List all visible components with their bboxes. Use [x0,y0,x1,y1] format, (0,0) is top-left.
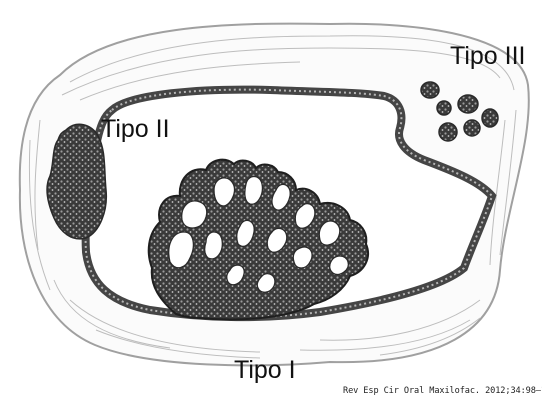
label-tipo-i: Tipo I [234,358,296,383]
journal-citation: Rev Esp Cir Oral Maxilofac. 2012;34:98–1… [343,386,542,396]
label-tipo-ii: Tipo II [101,117,170,142]
label-tipo-iii: Tipo III [450,44,526,69]
